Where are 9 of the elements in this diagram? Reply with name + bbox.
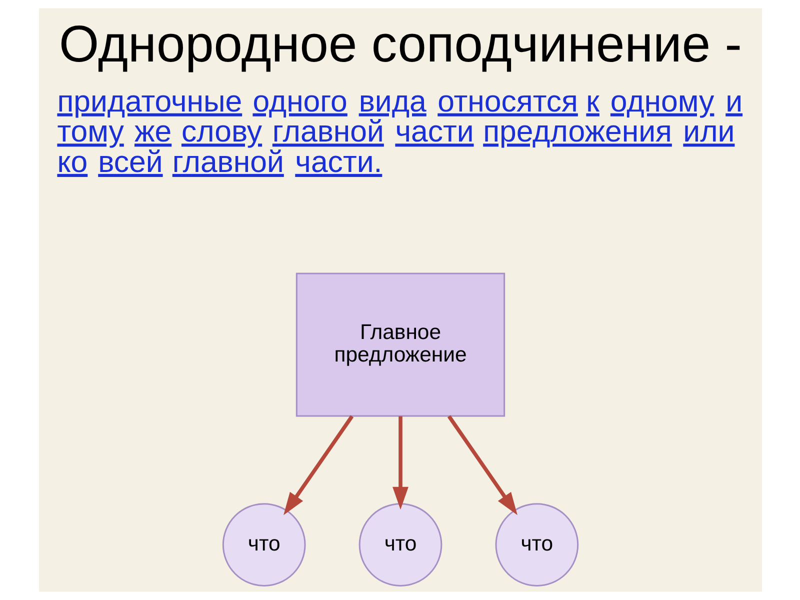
label: придаточные одного вида относятся к одному и тому же слову главной части предложения или ко всей главной части. [56, 85, 742, 179]
diagram-title: Однородное соподчинение - [58, 14, 742, 73]
arrow [446, 415, 517, 516]
node-circle: что [222, 503, 306, 586]
node-box: Главное предложение [295, 272, 505, 417]
arrow [392, 416, 408, 510]
node-circle: что [494, 503, 578, 586]
node-circle: что [358, 503, 442, 586]
arrow [283, 415, 354, 516]
